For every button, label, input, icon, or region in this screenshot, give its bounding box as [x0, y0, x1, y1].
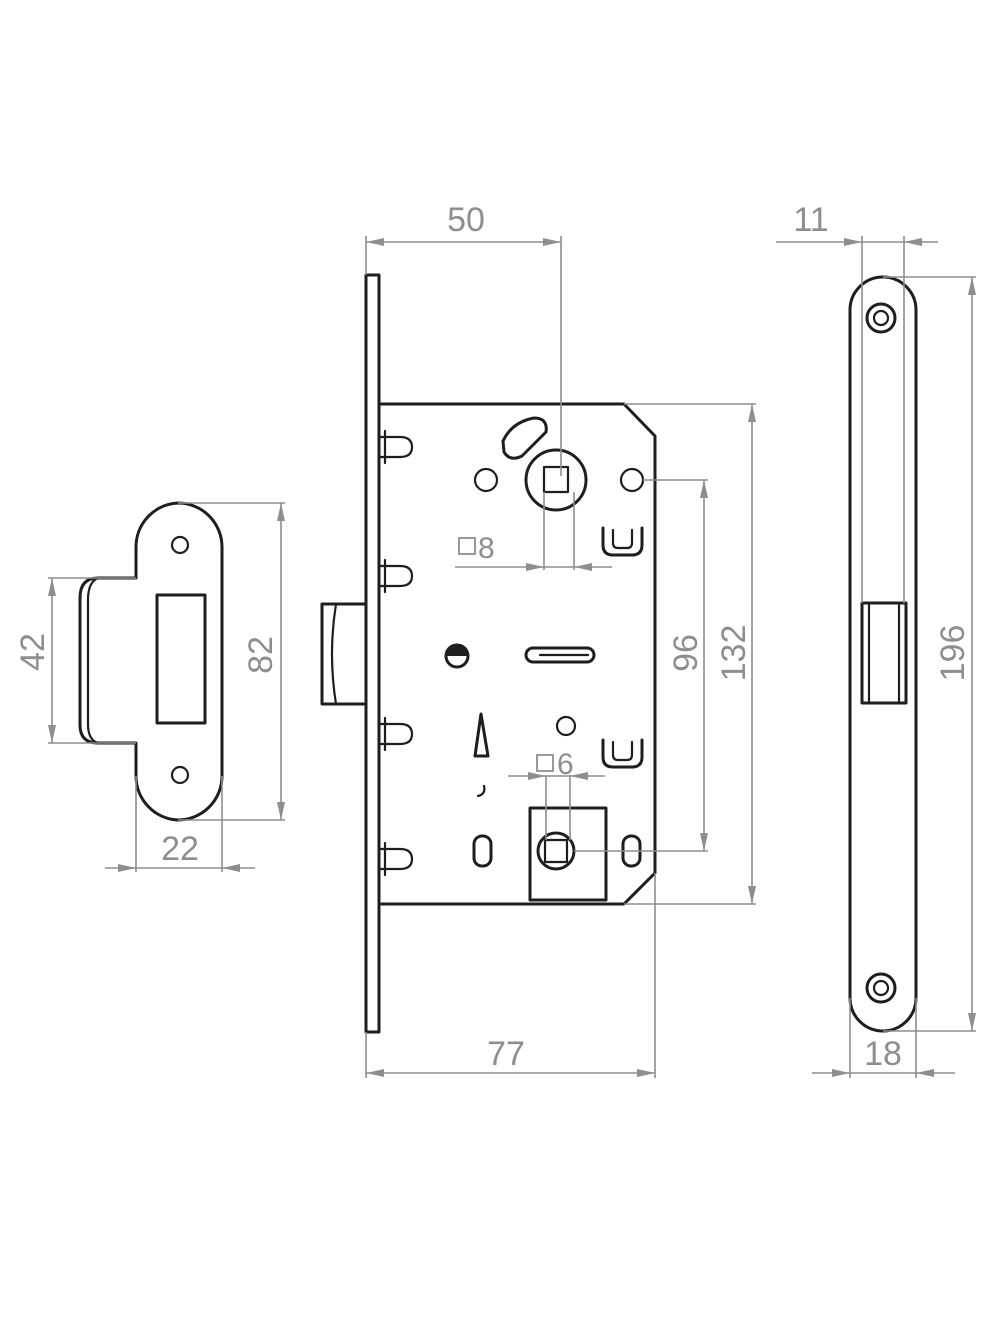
square-8-label: 8 [458, 532, 495, 565]
dim-label-square-8: 8 [478, 532, 495, 565]
case-pins [378, 429, 414, 877]
lock-body [320, 273, 657, 1034]
dim-label-18: 18 [864, 1035, 902, 1073]
dim-label-77: 77 [487, 1035, 525, 1073]
dim-label-196: 196 [934, 625, 972, 682]
square-icon [536, 754, 554, 772]
dim-label-11: 11 [793, 201, 828, 239]
dim-label-42: 42 [14, 633, 52, 671]
square-6-label: 6 [536, 748, 574, 781]
dim-label-96: 96 [667, 634, 705, 672]
faceplate-side [848, 275, 918, 1033]
dim-label-50: 50 [447, 201, 485, 239]
lock-dimensions [365, 236, 756, 1078]
strike-plate [78, 501, 224, 822]
side-dimensions [776, 236, 976, 1078]
square-icon [458, 537, 476, 555]
dim-label-square-6: 6 [557, 748, 574, 781]
strike-dimensions [48, 502, 285, 872]
dim-label-82: 82 [242, 636, 280, 674]
dim-label-132: 132 [715, 625, 753, 682]
dim-label-22: 22 [161, 830, 199, 868]
